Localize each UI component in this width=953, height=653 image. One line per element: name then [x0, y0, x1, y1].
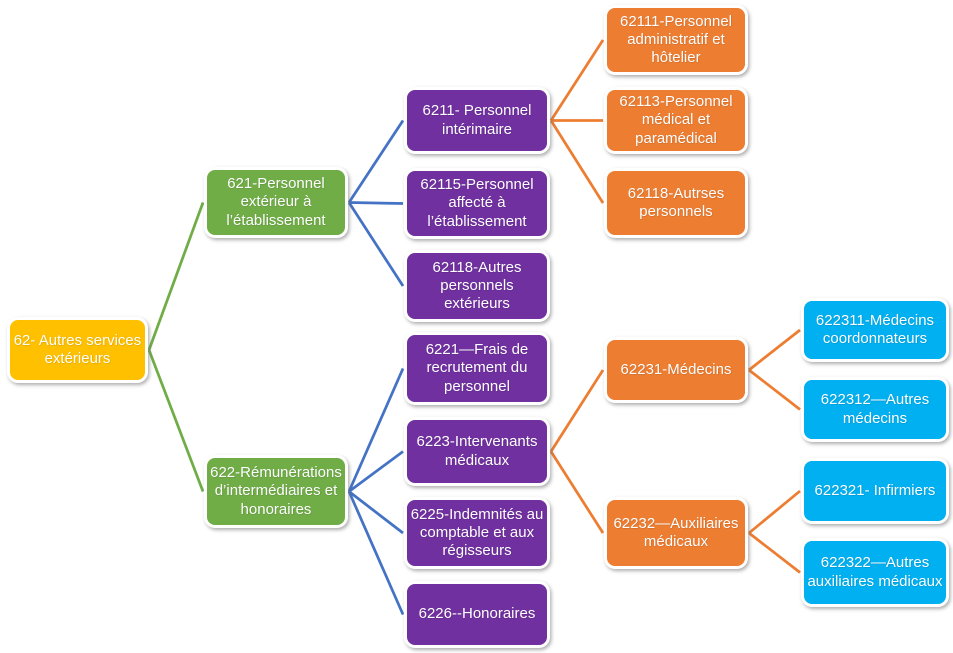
- connector-6211-to-62111: [549, 39, 605, 122]
- node-label: 6225-Indemnités au comptable et aux régi…: [410, 505, 544, 560]
- node-label: 6211- Personnel intérimaire: [422, 102, 532, 138]
- connector-622-to-6226: [347, 490, 405, 616]
- connector-62-to-621: [147, 202, 205, 351]
- node-label: 622311-Médecins coordonnateurs: [815, 311, 935, 347]
- node-62111: 62111-Personnel administratif et hôtelie…: [604, 5, 748, 75]
- connector-622-to-6225: [348, 490, 404, 535]
- connector-62231-to-622311: [748, 328, 801, 372]
- connector-62231-to-622312: [748, 368, 801, 411]
- node-62118a: 62118-Autrses personnels: [604, 168, 748, 238]
- node-622: 622-Rémunérations d’intermédiaires et ho…: [204, 455, 348, 528]
- connector-62232-to-622322: [748, 531, 801, 574]
- node-62232: 62232—Auxiliaires médicaux: [604, 497, 748, 569]
- node-label: 62118-Autres personnels extérieurs: [432, 258, 522, 313]
- node-label: 622312—Autres médecins: [820, 391, 930, 427]
- node-label: 62231-Médecins: [620, 360, 732, 378]
- node-62: 62- Autres services extérieurs: [7, 317, 148, 383]
- node-62113: 62113-Personnel médical et paramédical: [604, 87, 748, 154]
- connector-6223-to-62232: [549, 450, 605, 534]
- node-label: 62232—Auxiliaires médicaux: [613, 514, 739, 550]
- node-6225: 6225-Indemnités au comptable et aux régi…: [404, 497, 550, 569]
- node-label: 622321- Infirmiers: [814, 481, 936, 499]
- node-label: 62113-Personnel médical et paramédical: [619, 93, 733, 147]
- node-62231: 62231-Médecins: [604, 337, 748, 403]
- node-6226: 6226--Honoraires: [404, 581, 550, 648]
- node-label: 6226--Honoraires: [418, 605, 536, 623]
- node-label: 6223-Intervenants médicaux: [416, 433, 538, 469]
- connector-621-to-6211: [347, 119, 405, 204]
- node-6221: 6221—Frais de recrutement du personnel: [404, 332, 550, 405]
- node-label: 62- Autres services extérieurs: [13, 331, 142, 367]
- connector-6223-to-62231: [549, 369, 605, 453]
- node-label: 6221—Frais de recrutement du personnel: [425, 341, 529, 395]
- connector-6211-to-62118a: [549, 119, 605, 204]
- connector-621-to-62118x: [347, 201, 405, 287]
- node-621: 621-Personnel extérieur à l’établissemen…: [204, 167, 348, 238]
- node-label: 62111-Personnel administratif et hôtelie…: [619, 12, 733, 67]
- connector-62-to-622: [147, 349, 205, 492]
- node-6223: 6223-Intervenants médicaux: [404, 417, 550, 486]
- node-label: 621-Personnel extérieur à l’établissemen…: [226, 175, 326, 229]
- node-622321: 622321- Infirmiers: [801, 458, 949, 524]
- node-6211: 6211- Personnel intérimaire: [404, 87, 550, 154]
- connector-621-to-62115: [348, 201, 404, 205]
- node-label: 62115-Personnel affecté à l’établissemen…: [420, 176, 534, 230]
- node-label: 622-Rémunérations d’intermédiaires et ho…: [210, 464, 342, 518]
- connector-622-to-6223: [348, 450, 404, 493]
- node-62115: 62115-Personnel affecté à l’établissemen…: [404, 168, 550, 239]
- node-label: 62118-Autrses personnels: [627, 184, 725, 220]
- connector-62232-to-622321: [748, 489, 801, 535]
- node-label: 622322—Autres auxiliaires médicaux: [807, 554, 943, 590]
- node-622322: 622322—Autres auxiliaires médicaux: [801, 538, 949, 607]
- node-622312: 622312—Autres médecins: [801, 377, 949, 442]
- connector-622-to-6221: [347, 367, 405, 493]
- node-62118x: 62118-Autres personnels extérieurs: [404, 250, 550, 322]
- node-622311: 622311-Médecins coordonnateurs: [801, 298, 949, 362]
